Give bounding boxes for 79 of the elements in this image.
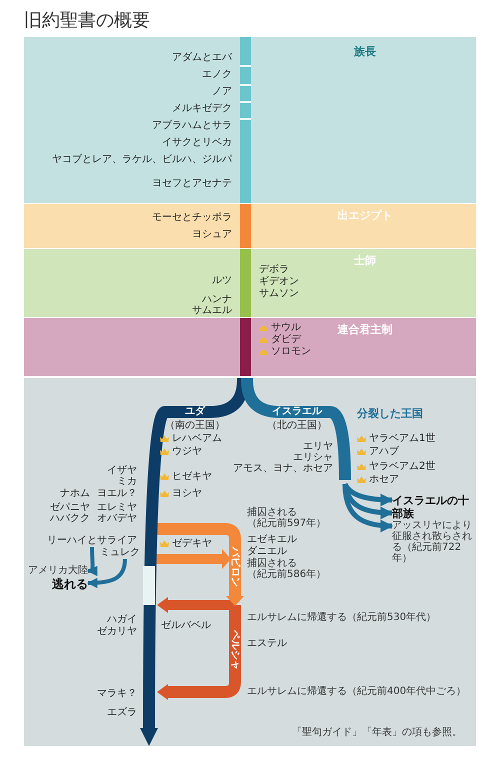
person-name: エレミヤ [97,502,137,513]
king-name: ソロモン [271,346,311,357]
person-name: アモス、ヨナ、ホセア [233,463,333,474]
era-band [24,37,476,203]
king-name: レハベアム [172,433,222,444]
date-note: 捕囚される（紀元前597年） [247,507,328,529]
era-band [24,249,476,317]
place-name: アメリカ大陸 [27,565,88,577]
person-name: エリヤ [303,441,333,452]
person-name: エステル [247,638,287,649]
arrow [342,484,394,532]
diagram-title: 旧約聖書の概要 [24,10,150,32]
person-name: ヤコブとレア、ラケル、ビルハ、ジルパ [52,154,232,165]
person-name: アブラハムとサラ [152,120,232,131]
person-name: サムエル [192,305,232,316]
person-name: イザヤ [107,465,137,476]
era-band [24,204,476,248]
person-name: アダムとエバ [172,52,232,63]
person-name: ヨシュア [192,229,232,240]
era-heading: 出エジプト [338,208,392,224]
king-name: ヒゼキヤ [172,471,212,482]
era-heading: 分裂した王国 [357,406,423,422]
kingdom-label: イスラエル [272,406,322,417]
arrow [86,546,98,576]
empire-label: ペルシャ [230,630,240,670]
person-name: マラキ？ [97,688,137,699]
date-note: 捕囚される（紀元前586年） [247,558,328,580]
king-name: ヤラベアム1世 [369,433,436,444]
person-name: エノク [202,69,232,80]
person-name: ハバクク [50,513,90,524]
king-name: ホセア [369,474,399,485]
escape-label: 逃れる [51,577,88,591]
person-name: （南の王国） [165,420,225,431]
king-name: アハブ [369,446,399,457]
person-name: エズラ [107,707,137,718]
person-name: ダニエル [247,546,287,557]
group-name: イスラエルの十部族 [392,494,470,520]
era-band [24,318,476,376]
king-name: ヤラベアム2世 [369,461,436,472]
person-name: モーセとチッポラ [152,212,232,223]
person-name: サムソン [259,288,299,299]
era-heading: 族長 [354,44,376,60]
person-name: ゼパニヤ [50,502,90,513]
king-name: ゼデキヤ [172,538,212,549]
king-name: ウジヤ [172,446,202,457]
person-name: エゼキエル [247,534,297,545]
person-name: ゼカリヤ [97,626,137,637]
empire-label: バビロン [230,547,240,587]
person-name: リーハイとサライア [46,535,137,547]
kingdom-label: ユダ [185,406,205,417]
era-heading: 士師 [354,253,376,269]
date-note: エルサレムに帰還する（紀元前400年代中ごろ） [247,686,466,697]
person-name: ヨエル？ [97,488,137,499]
arrow [342,482,394,506]
king-name: ダビデ [271,334,301,345]
king-name: ヨシヤ [172,488,202,499]
person-name: デボラ [259,264,289,275]
era-band [24,378,476,746]
person-name: ミュレク [100,547,137,559]
era-heading: 連合君主制 [338,322,392,338]
arrow [86,558,127,588]
date-note: 「聖句ガイド」「年表」の項も参照。 [292,727,462,738]
date-note: アッスリヤにより征服され散らされる（紀元前722年） [392,520,473,564]
person-name: ミカ [117,476,137,487]
person-name: ルツ [212,275,232,286]
person-name: イサクとリベカ [162,137,232,148]
person-name: ゼルバベル [161,620,211,631]
person-name: ハンナ [202,294,232,305]
date-note: エルサレムに帰還する（紀元前530年代） [247,612,436,623]
person-name: エリシャ [293,452,333,463]
person-name: ナホム [60,488,90,499]
king-name: サウル [271,322,301,333]
person-name: オバデヤ [97,513,137,524]
person-name: （北の王国） [267,420,327,431]
person-name: メルキゼデク [172,103,232,114]
person-name: ノア [212,86,232,97]
person-name: ハガイ [107,614,137,625]
person-name: ギデオン [259,276,299,287]
person-name: ヨセフとアセナテ [152,178,232,189]
